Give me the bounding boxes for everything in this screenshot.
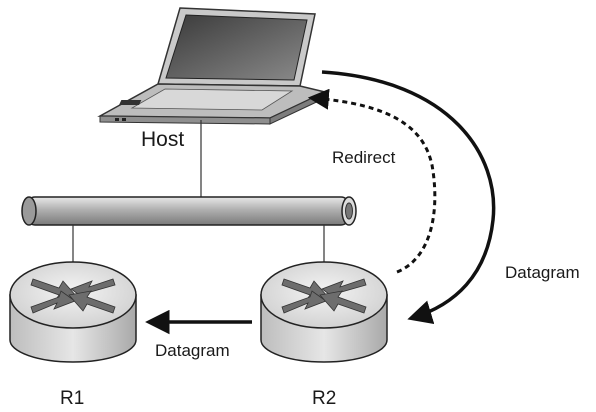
r2-label: R2 <box>312 388 336 409</box>
router-r1-icon <box>9 261 137 363</box>
datagram-bottom-label: Datagram <box>155 341 230 360</box>
laptop-icon <box>97 7 328 125</box>
redirect-label: Redirect <box>332 148 396 167</box>
r1-label: R1 <box>60 388 84 409</box>
router-r2-icon <box>260 261 388 363</box>
datagram-right-label: Datagram <box>505 263 580 282</box>
datagram-host-to-r2-arrow <box>321 70 496 325</box>
ethernet-bus <box>21 196 357 226</box>
redirect-arrow <box>307 88 437 274</box>
host-label: Host <box>141 128 184 151</box>
